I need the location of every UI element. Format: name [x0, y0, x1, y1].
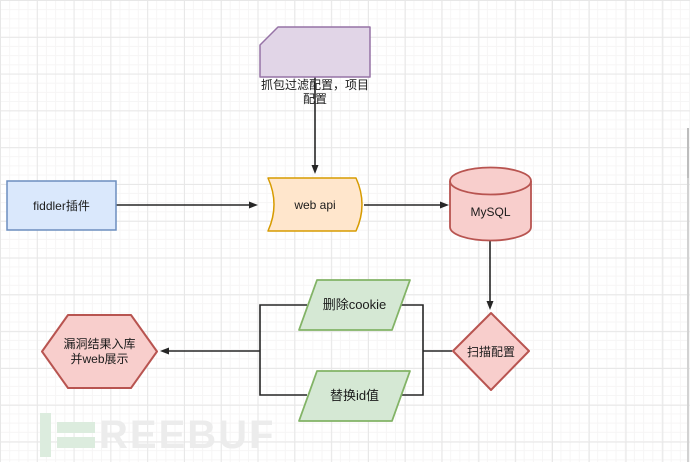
node-fiddler-plugin [6, 180, 117, 231]
node-delete-cookie [298, 279, 411, 331]
freebuf-watermark: REEBUF [40, 411, 275, 459]
edge-parallelograms-merge [259, 304, 307, 396]
mysql-cylinder-rim [449, 180, 532, 196]
node-result-display [41, 314, 158, 389]
freebuf-logo-f-icon [57, 422, 95, 448]
page-edge-line [687, 128, 689, 462]
node-config-card [259, 26, 371, 78]
node-scan-config [452, 312, 530, 391]
page-edge-line-dark [687, 128, 689, 178]
freebuf-logo-bar-icon [40, 413, 51, 457]
edge-group [116, 77, 494, 396]
edge-scanconfig-to-parallelograms [401, 304, 452, 396]
watermark-text: REEBUF [99, 413, 276, 457]
node-web-api [267, 177, 363, 232]
node-mysql [449, 166, 532, 242]
node-replace-id [298, 370, 411, 422]
